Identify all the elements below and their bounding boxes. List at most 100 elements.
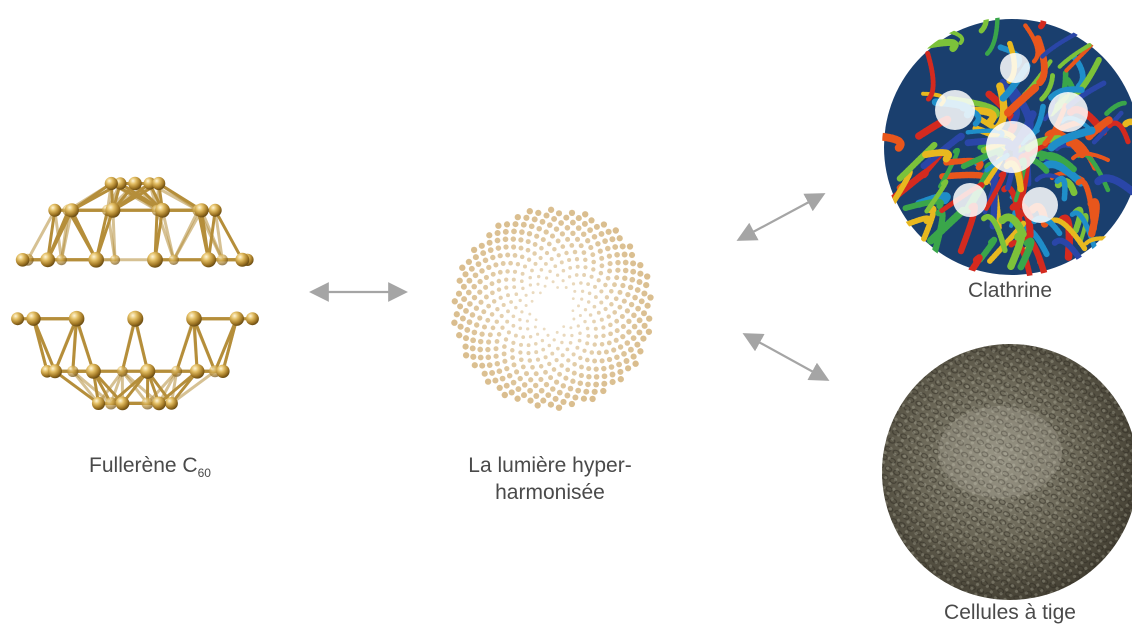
- fullerene-atom: [48, 364, 62, 379]
- spiral-dot: [478, 242, 485, 249]
- clathrine-strand: [1039, 152, 1079, 174]
- spiral-dot: [535, 209, 542, 217]
- spiral-dot: [596, 310, 601, 315]
- fullerene-atom: [194, 203, 209, 218]
- spiral-dot: [540, 397, 547, 404]
- spiral-dot: [569, 219, 576, 226]
- spiral-dot: [533, 261, 538, 266]
- fullerene-atom: [168, 254, 179, 265]
- spiral-dot: [616, 361, 622, 368]
- spiral-dot: [626, 329, 632, 335]
- spiral-dot: [599, 289, 604, 294]
- spiral-dot: [505, 319, 510, 324]
- spiral-dot: [511, 228, 517, 235]
- spiral-dot: [612, 244, 619, 250]
- spiral-dot: [563, 214, 570, 221]
- spiral-dot: [600, 387, 607, 395]
- spiral-dot: [640, 335, 647, 342]
- spiral-dot: [545, 392, 552, 399]
- spiral-dot: [543, 381, 550, 388]
- spiral-dot: [595, 241, 601, 247]
- fullerene-atom: [127, 310, 144, 327]
- spiral-dot: [527, 358, 533, 363]
- spiral-dot: [518, 342, 524, 347]
- fullerene-bond: [155, 208, 176, 262]
- fullerene-bond: [94, 208, 115, 262]
- spiral-dot: [565, 236, 571, 242]
- spiral-dot: [574, 257, 580, 262]
- fullerene-bond: [213, 317, 238, 373]
- clathrine-strand: [1094, 174, 1132, 196]
- spiral-dot: [524, 293, 528, 297]
- spiral-dot: [502, 358, 508, 364]
- spiral-dot: [607, 261, 613, 267]
- spiral-dot: [576, 324, 580, 328]
- spiral-dot: [622, 267, 629, 274]
- spiral-dot: [605, 228, 612, 235]
- spiral-dot: [575, 345, 580, 350]
- spiral-dot: [593, 381, 600, 388]
- spiral-dot: [542, 327, 546, 331]
- spiral-dot: [591, 388, 598, 395]
- spiral-dot: [465, 289, 472, 296]
- spiral-dot: [526, 351, 531, 356]
- spiral-dot: [620, 282, 626, 289]
- fullerene-bond: [26, 208, 57, 262]
- fullerene-molecule-image: [11, 176, 259, 411]
- spiral-dot: [548, 269, 552, 274]
- spiral-dot: [603, 349, 609, 355]
- fullerene-atom: [64, 203, 79, 218]
- spiral-dot: [547, 401, 555, 408]
- spiral-dot: [597, 248, 603, 254]
- clathrine-opening: [1022, 187, 1058, 223]
- spiral-dot: [627, 284, 634, 291]
- spiral-dot: [573, 289, 577, 293]
- spiral-dot: [602, 238, 608, 244]
- spiral-dot: [591, 259, 597, 265]
- spiral-dot: [600, 221, 608, 228]
- spiral-dot: [494, 229, 501, 237]
- fullerene-bond: [133, 317, 150, 373]
- fullerene-bond: [192, 317, 217, 373]
- spiral-dot: [477, 289, 483, 295]
- spiral-dot: [626, 318, 632, 324]
- spiral-dot: [470, 353, 477, 360]
- spiral-dot: [477, 354, 484, 361]
- spiral-dot: [471, 283, 477, 290]
- spiral-dot: [615, 259, 621, 266]
- spiral-dot: [596, 350, 602, 356]
- spiral-dot: [481, 324, 488, 330]
- fullerene-atom: [48, 203, 62, 217]
- spiral-dot: [589, 350, 595, 355]
- clathrine-strand: [1091, 110, 1124, 145]
- spiral-dot: [555, 404, 563, 411]
- spiral-dot: [517, 375, 523, 382]
- spiral-dot: [641, 290, 648, 297]
- fullerene-bond: [71, 317, 79, 373]
- fullerene-bond: [196, 208, 224, 262]
- spiral-dot: [575, 387, 582, 394]
- spiral-dot: [565, 347, 570, 352]
- spiral-dot: [501, 302, 506, 308]
- spiral-dot: [571, 370, 577, 376]
- spiral-dot: [526, 327, 530, 331]
- spiral-dot: [546, 333, 550, 337]
- spiral-dot: [456, 277, 463, 284]
- spiral-dot: [486, 303, 491, 309]
- fullerene-atom: [200, 252, 217, 268]
- spiral-dot: [477, 338, 484, 345]
- spiral-dot: [574, 236, 581, 242]
- spiral-dot: [469, 312, 476, 318]
- fullerene-atom: [68, 310, 85, 327]
- clathrine-strand: [1023, 23, 1040, 64]
- spiral-dot: [588, 217, 595, 224]
- fullerene-atom: [165, 397, 178, 410]
- spiral-dot: [536, 282, 540, 286]
- clathrine-opening: [953, 183, 987, 217]
- spiral-dot: [607, 268, 613, 274]
- clathrine-strand: [1054, 175, 1068, 203]
- spiral-dot: [526, 231, 533, 237]
- spiral-dot: [606, 253, 613, 259]
- spiral-dot: [608, 364, 615, 370]
